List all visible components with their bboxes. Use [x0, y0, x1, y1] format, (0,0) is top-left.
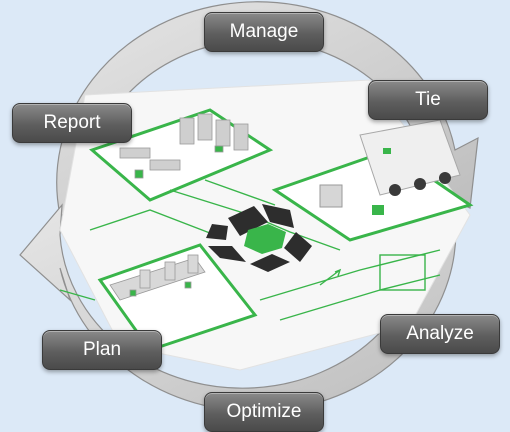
floor-lines [59, 179, 441, 321]
step-plan-button[interactable]: Plan [42, 330, 162, 370]
truck [359, 119, 461, 196]
step-manage-button[interactable]: Manage [204, 12, 324, 52]
workstation-cluster [119, 113, 249, 179]
center-hexagon [244, 224, 286, 254]
platform-lower-left [97, 243, 258, 352]
green-crate [372, 205, 384, 215]
forklift [319, 184, 343, 208]
cycle-arrow-top [56, 1, 479, 216]
step-report-button[interactable]: Report [12, 103, 132, 143]
assembly-line [109, 254, 206, 301]
factory-illustration [59, 79, 474, 371]
step-tie-button[interactable]: Tie [368, 80, 488, 120]
step-analyze-button[interactable]: Analyze [380, 314, 500, 354]
center-logo [206, 204, 312, 272]
step-optimize-button[interactable]: Optimize [204, 392, 324, 432]
